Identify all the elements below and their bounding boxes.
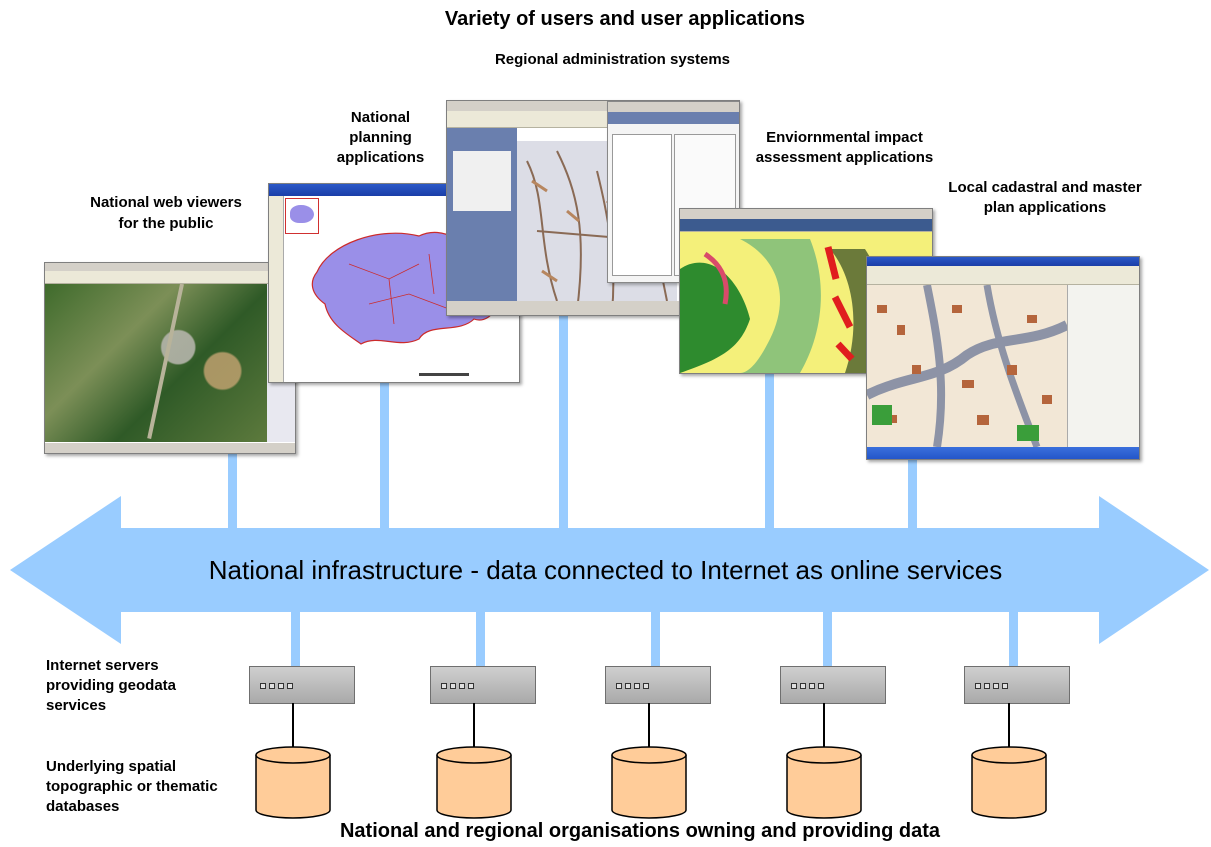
link-db-1 [292,703,294,749]
server-1 [249,666,355,704]
diagram-title: Variety of users and user applications [444,8,806,30]
link-db-3 [648,703,650,749]
infrastructure-label: National infrastructure - data connected… [208,555,1003,585]
label-regional-administration: Regional administration systems [494,51,731,68]
database-3 [611,746,687,819]
database-5 [971,746,1047,819]
server-3 [605,666,711,704]
connector-server-3 [651,612,660,666]
connector-public [228,452,237,530]
database-2 [436,746,512,819]
connector-regional [559,314,568,530]
label-national-web-viewers: National web viewers for the public [90,194,242,232]
database-1 [255,746,331,819]
connector-cadastral [908,457,917,530]
link-db-2 [473,703,475,749]
connector-planning [380,383,389,530]
server-4 [780,666,886,704]
server-5 [964,666,1070,704]
label-local-cadastral: Local cadastral and master plan applicat… [948,179,1142,216]
server-2 [430,666,536,704]
screenshot-cadastral [866,256,1140,460]
database-4 [786,746,862,819]
connector-server-4 [823,612,832,666]
label-environmental-impact: Enviornmental impact assessment applicat… [755,129,934,166]
connector-server-2 [476,612,485,666]
link-db-5 [1008,703,1010,749]
link-db-4 [823,703,825,749]
label-national-planning: National planning applications [336,109,425,166]
connector-server-1 [291,612,300,666]
screenshot-web-viewer [44,262,296,454]
label-underlying-databases: Underlying spatial topographic or themat… [46,758,218,815]
footer-label: National and regional organisations owni… [339,820,941,842]
label-internet-servers: Internet servers providing geodata servi… [46,657,177,714]
cadastral-map [867,285,1067,447]
connector-server-5 [1009,612,1018,666]
connector-environment [765,371,774,530]
